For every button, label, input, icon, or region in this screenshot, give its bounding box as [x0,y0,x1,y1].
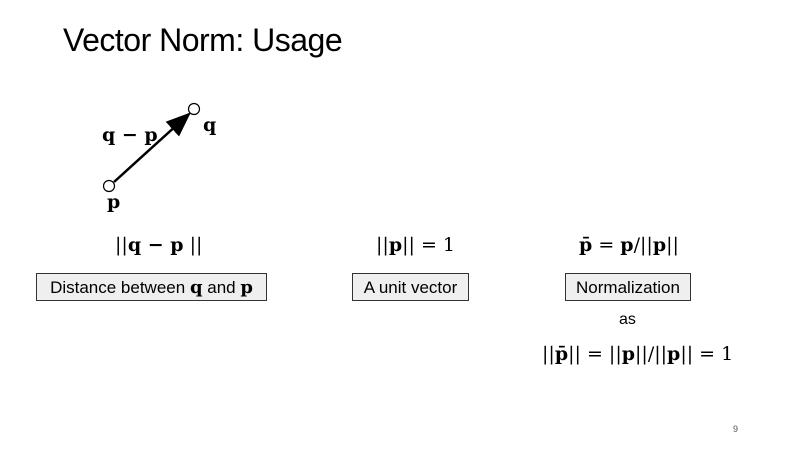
norm-bar-open: || [115,234,128,256]
point-q-marker [187,102,201,116]
p-bar: p̄ [554,343,569,365]
page-number: 9 [733,424,739,434]
norm-bar-close: || [183,234,203,256]
distance-formula: ||q − p || [115,234,202,256]
normalization-check-formula: ||p̄|| = ||p||/||p|| = 1 [542,343,733,365]
norm-equals: || = || [568,343,622,365]
normalization-formula: p̄ = p/||p|| [579,234,679,256]
vector-label: q − p [102,124,158,146]
divide-norm: ||/|| [635,343,668,365]
point-p-marker [102,179,116,193]
unit-vector-p: p [388,234,403,256]
equals-sign: = [592,234,621,256]
vector-p: p [620,234,634,256]
unit-norm-formula: ||p|| = 1 [376,234,455,256]
divide-norm-open: /|| [633,234,653,256]
point-q-label: q [203,114,216,136]
norm-bar-open: || [542,343,555,365]
p-bar: p̄ [579,234,593,256]
distance-label-q: q [189,277,203,298]
vector-p: p [652,234,667,256]
norm-equals-one: || = 1 [402,234,455,256]
as-connector: as [619,311,636,328]
norm-bar-open: || [376,234,389,256]
distance-label-text: Distance between [50,278,190,297]
slide-title: Vector Norm: Usage [63,22,343,58]
diff-vector: q − p [127,234,184,256]
distance-label-box: Distance between q and p [36,273,267,301]
unit-vector-label-box: A unit vector [352,273,469,301]
norm-bar-close: || [666,234,679,256]
vector-p: p [667,343,681,365]
vector-p: p [621,343,636,365]
distance-label-p: p [240,277,253,298]
normalization-label-box: Normalization [565,273,691,301]
vector-arrow [113,112,191,183]
norm-equals-one: || = 1 [680,343,734,365]
distance-label-and: and [202,278,241,297]
point-p-label: p [107,191,120,213]
